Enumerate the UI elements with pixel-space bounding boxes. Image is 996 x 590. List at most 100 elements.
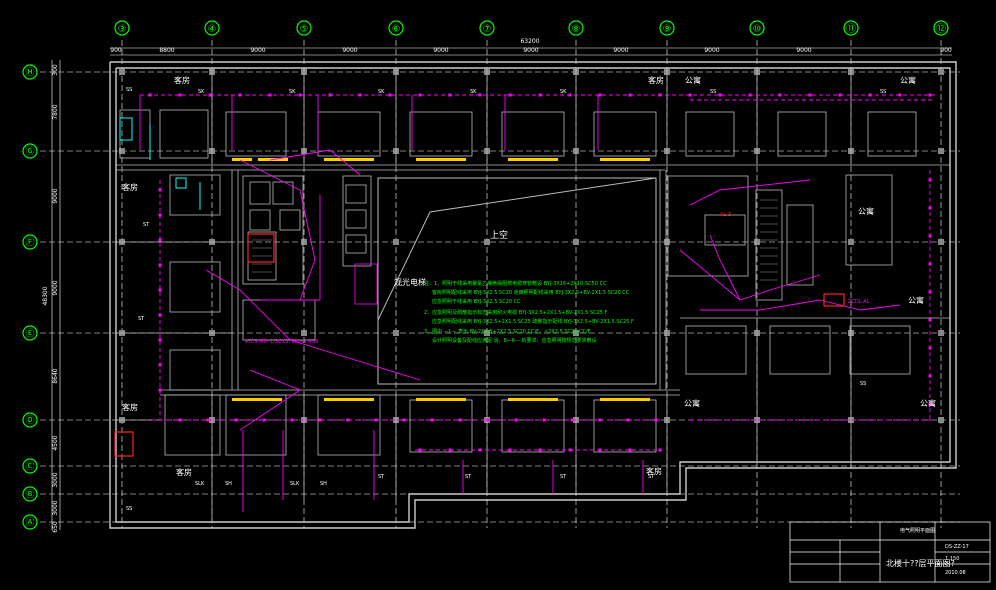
light-fixture-icon [658, 93, 662, 97]
light-fixture-icon [628, 93, 632, 97]
lighting-circuit-wiring [139, 94, 935, 512]
row-axis-label: Ⓗ [25, 67, 34, 78]
room-label-apartment: 公寓 [684, 398, 700, 408]
drawing-title: 北楼十??层平面图? [886, 558, 955, 568]
light-fixture-icon [158, 288, 162, 292]
panel-label-right: ZCDL-AL [848, 299, 870, 305]
design-note: 客房照明配线采用 BYJ-3X2.5 SC20 走廊照明配线采用 BYJ-3X2… [432, 289, 630, 296]
left-dimension-chain [51, 60, 61, 530]
room-label-guest: 客房 [646, 466, 662, 476]
room-label-atrium: 上空 [490, 229, 508, 241]
circuit-code: SK [470, 89, 477, 95]
light-fixture-icon [778, 93, 782, 97]
dim-left-total: 48300 [42, 286, 49, 305]
row-axis-label: Ⓓ [25, 415, 34, 426]
dim-top: 9000 [433, 47, 448, 54]
structural-column [301, 330, 307, 336]
top-dimension-chain [110, 47, 952, 56]
structural-column [393, 239, 399, 245]
circuit-code: ST [378, 474, 385, 480]
plumbing-fixtures [119, 117, 201, 210]
dim-left: 650 [52, 521, 59, 533]
light-fixture-icon [158, 213, 162, 217]
room-label-guest: 客房 [122, 182, 138, 192]
light-fixture-icon [538, 93, 542, 97]
room-label-apartment: 公寓 [685, 75, 701, 85]
light-fixtures [148, 93, 932, 452]
circuit-code: SK [378, 89, 385, 95]
dim-top: 9000 [523, 47, 538, 54]
design-note: 2、应急照明及疏散指示标志采用耐火电缆 BYJ-3X2.5+2X1.5+BV-2… [424, 309, 608, 316]
design-note: 注：1、照明干线采用聚氯乙烯绝缘阻燃电缆穿管敷设 BYJ-3X16+2X10-S… [424, 280, 607, 287]
light-fixture-icon [838, 93, 842, 97]
structural-column [938, 330, 944, 336]
structural-column [664, 239, 670, 245]
light-fixture-icon [268, 93, 272, 97]
room-label-apartment: 公寓 [900, 75, 916, 85]
light-fixture-icon [346, 418, 350, 422]
light-fixture-icon [418, 448, 422, 452]
room-label-elevator: 观光电梯 [394, 277, 426, 287]
circuit-code: SS [126, 87, 132, 93]
light-fixture-icon [928, 318, 932, 322]
light-fixture-icon [514, 418, 518, 422]
row-axis-label: Ⓔ [25, 328, 34, 339]
light-fixture-icon [928, 234, 932, 238]
light-fixture-icon [158, 238, 162, 242]
col-axis-label: ⑩ [753, 24, 762, 35]
light-fixture-icon [568, 93, 572, 97]
dim-top: 9000 [613, 47, 628, 54]
light-fixture-icon [234, 418, 238, 422]
light-fixture-icon [628, 448, 632, 452]
col-axis-label: ⑪ [846, 23, 856, 35]
light-fixture-icon [748, 93, 752, 97]
structural-column [664, 330, 670, 336]
circuit-code: SK [560, 89, 567, 95]
circuit-code: ST [465, 474, 472, 480]
light-fixture-icon [718, 93, 722, 97]
light-fixture-icon [158, 313, 162, 317]
circuit-code: SLK [290, 481, 300, 487]
light-fixture-icon [928, 346, 932, 350]
title-block-date: 2010.08 [945, 570, 966, 576]
light-fixture-icon [158, 338, 162, 342]
light-fixture-icon [388, 93, 392, 97]
light-fixture-icon [928, 374, 932, 378]
light-fixture-icon [298, 93, 302, 97]
circuit-code: SS [710, 89, 716, 95]
light-fixture-icon [328, 93, 332, 97]
circuit-code: ST [560, 474, 567, 480]
light-fixture-icon [158, 388, 162, 392]
building-outline [109, 61, 957, 529]
room-label-guest: 客房 [122, 402, 138, 412]
dim-top: 9000 [796, 47, 811, 54]
light-fixture-icon [928, 206, 932, 210]
light-fixture-icon [570, 418, 574, 422]
structural-column [848, 239, 854, 245]
dim-left: 300 [52, 64, 59, 76]
structural-column [119, 148, 125, 154]
col-axis-label: ⑨ [663, 24, 672, 35]
structural-column [938, 239, 944, 245]
circuit-code: SK [289, 89, 296, 95]
circuit-code: SK [198, 89, 205, 95]
col-axis-label: ⑥ [392, 24, 401, 35]
light-fixture-icon [598, 418, 602, 422]
light-fixture-icon [538, 448, 542, 452]
light-fixture-icon [928, 262, 932, 266]
light-fixture-icon [928, 93, 932, 97]
row-grid-bubbles [22, 64, 38, 530]
row-axis-label: Ⓐ [25, 517, 34, 528]
row-axis-label: Ⓒ [25, 461, 34, 472]
dim-left: 3000 [52, 472, 59, 487]
design-note: 3、图中 —L— 表示 BV-2X2.5+2X2.5 SC20 CC/F，≤2X… [424, 328, 591, 335]
light-fixture-icon [402, 418, 406, 422]
circuit-code: SS [880, 89, 886, 95]
light-fixture-icon [542, 418, 546, 422]
atrium-void [377, 177, 657, 385]
light-fixture-icon [568, 448, 572, 452]
light-fixture-icon [158, 363, 162, 367]
circuit-code: SH [225, 481, 232, 487]
light-fixture-icon [928, 178, 932, 182]
